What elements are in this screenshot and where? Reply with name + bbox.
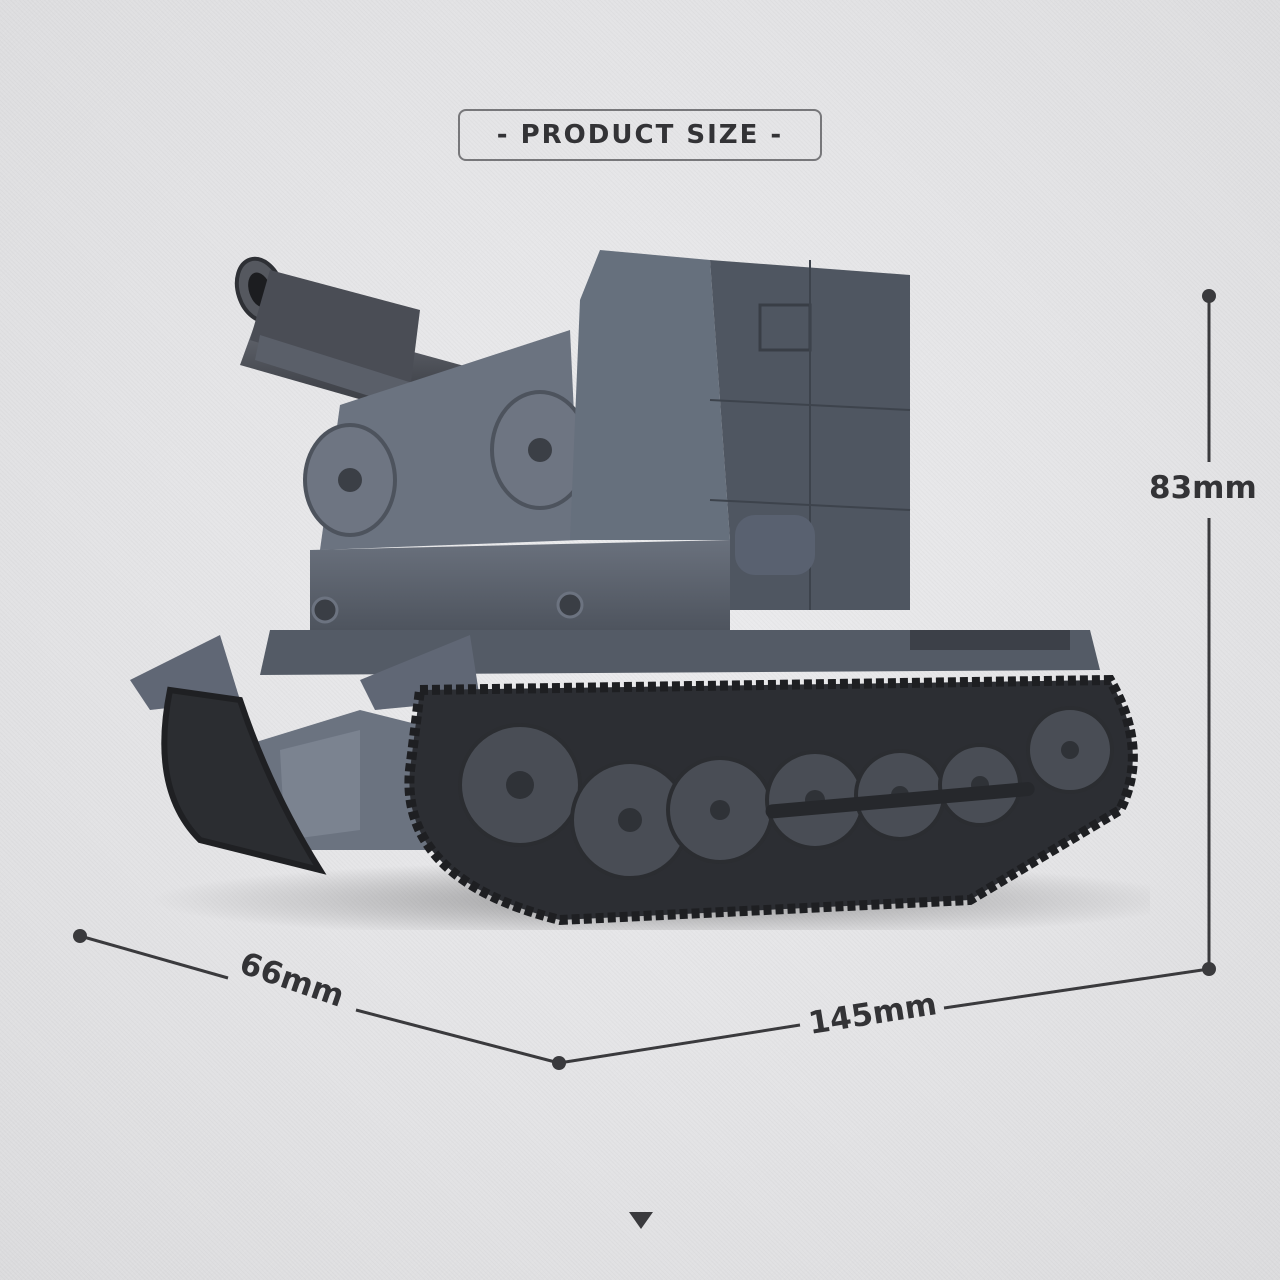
height-label: 83mm [1149,470,1257,506]
trunnion-left [303,423,397,537]
track-left [161,686,327,875]
superstructure [570,250,911,610]
width-line-left [558,1023,801,1065]
height-bottom-dot [1202,962,1216,976]
tank-model-image [130,250,1150,930]
product-size-title: - PRODUCT SIZE - [458,109,822,161]
depth-line-left [79,934,229,980]
height-top-dot [1202,289,1216,303]
title-text: - PRODUCT SIZE - [496,120,784,150]
side-cylinder [735,515,815,575]
depth-left-dot [73,929,87,943]
axle-rod [765,782,1035,819]
fender-left [130,635,240,710]
scroll-down-arrow-icon[interactable] [629,1212,653,1229]
depth-line-right [355,1008,560,1065]
width-line-right [943,967,1210,1010]
trunnion-right [490,390,590,510]
corner-dot [552,1056,566,1070]
